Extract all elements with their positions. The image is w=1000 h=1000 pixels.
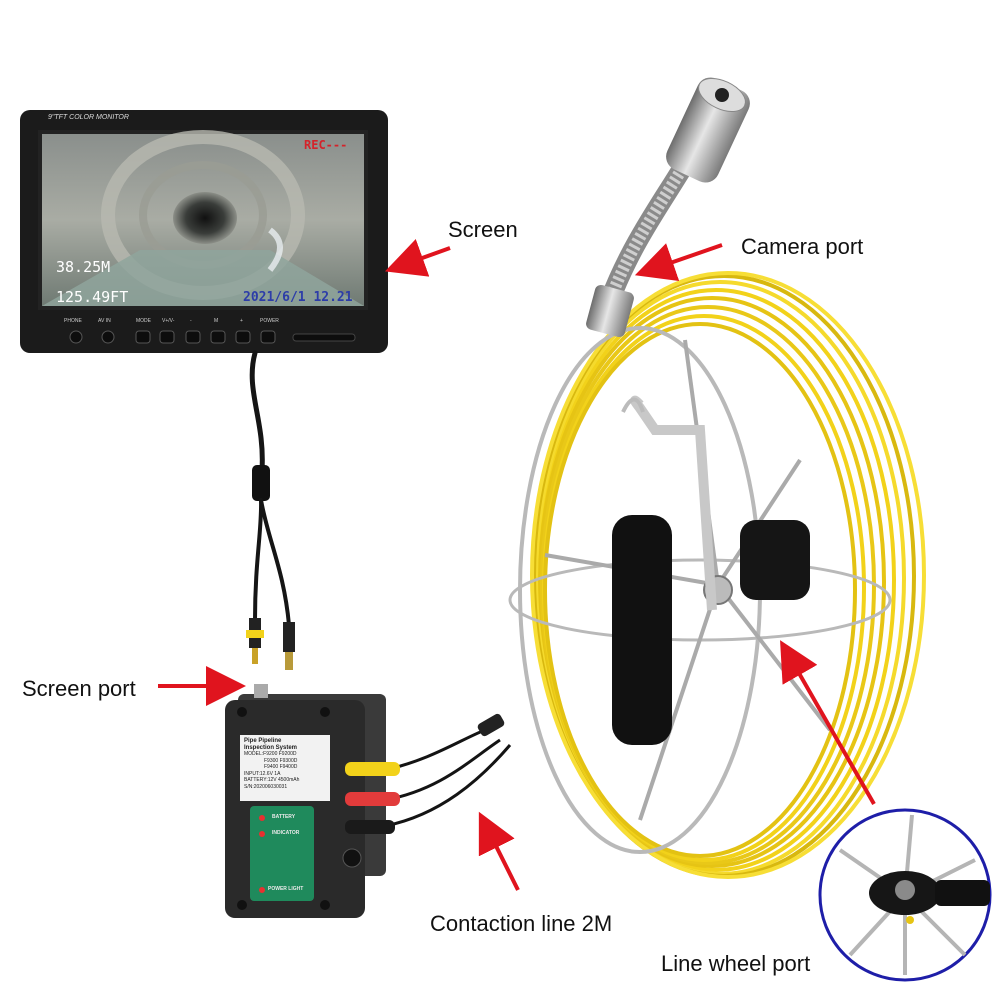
callout-contaction-line: Contaction line 2M bbox=[430, 911, 613, 936]
callout-screen-port: Screen port bbox=[22, 676, 136, 701]
line-wheel-inset bbox=[818, 808, 992, 982]
label-power: POWER bbox=[260, 318, 279, 324]
label-minus: - bbox=[190, 318, 192, 324]
cable-reel bbox=[508, 77, 926, 879]
box-label-line: BATTERY:12V 4500mAh bbox=[244, 777, 300, 783]
label-m: M bbox=[214, 318, 219, 324]
indicator-power-light: POWER LIGHT bbox=[268, 886, 304, 892]
callout-camera-port: Camera port bbox=[741, 234, 864, 259]
monitor-depth-feet: 125.49FT bbox=[56, 288, 129, 306]
box-label-line: INPUT:12.6V 1A bbox=[244, 770, 281, 777]
box-label-title-2: Inspection System bbox=[244, 744, 298, 751]
label-mode: MODE bbox=[136, 318, 151, 324]
label-vol: V+/V- bbox=[162, 318, 175, 324]
label-plus: + bbox=[240, 318, 243, 324]
indicator-indicator: INDICATOR bbox=[272, 830, 300, 836]
label-av-in: AV IN bbox=[98, 318, 111, 324]
callout-screen: Screen bbox=[448, 217, 518, 242]
label-phone: PHONE bbox=[64, 318, 82, 324]
monitor bbox=[20, 110, 388, 353]
monitor-rec-indicator: REC--- bbox=[304, 138, 348, 152]
box-label-title-1: Pipe Pipeline bbox=[244, 738, 282, 744]
box-label-line: F9400 F9400D bbox=[264, 764, 298, 770]
callout-line-wheel-port: Line wheel port bbox=[661, 951, 811, 976]
indicator-battery: BATTERY bbox=[272, 814, 296, 820]
rca-plugs bbox=[246, 618, 295, 670]
box-label-line: S/N:202006030031 bbox=[244, 783, 288, 790]
box-label: Pipe Pipeline Inspection System MODEL:F9… bbox=[244, 738, 328, 790]
contaction-cable bbox=[384, 713, 512, 828]
monitor-depth-meters: 38.25M bbox=[56, 258, 111, 276]
box-label-line: F9300 F9300D bbox=[264, 757, 298, 764]
monitor-button-row bbox=[69, 330, 356, 344]
monitor-button-labels: PHONE AV IN MODE V+/V- - M + POWER bbox=[64, 318, 284, 328]
annotation-arrows bbox=[158, 239, 876, 891]
control-box bbox=[225, 684, 400, 918]
box-label-line: MODEL:F9200 F9200D bbox=[244, 751, 297, 757]
monitor-cable bbox=[249, 350, 291, 627]
monitor-datetime: 2021/6/1 12.21 bbox=[243, 290, 353, 305]
monitor-brand-text: 9"TFT COLOR MONITOR bbox=[48, 114, 129, 121]
